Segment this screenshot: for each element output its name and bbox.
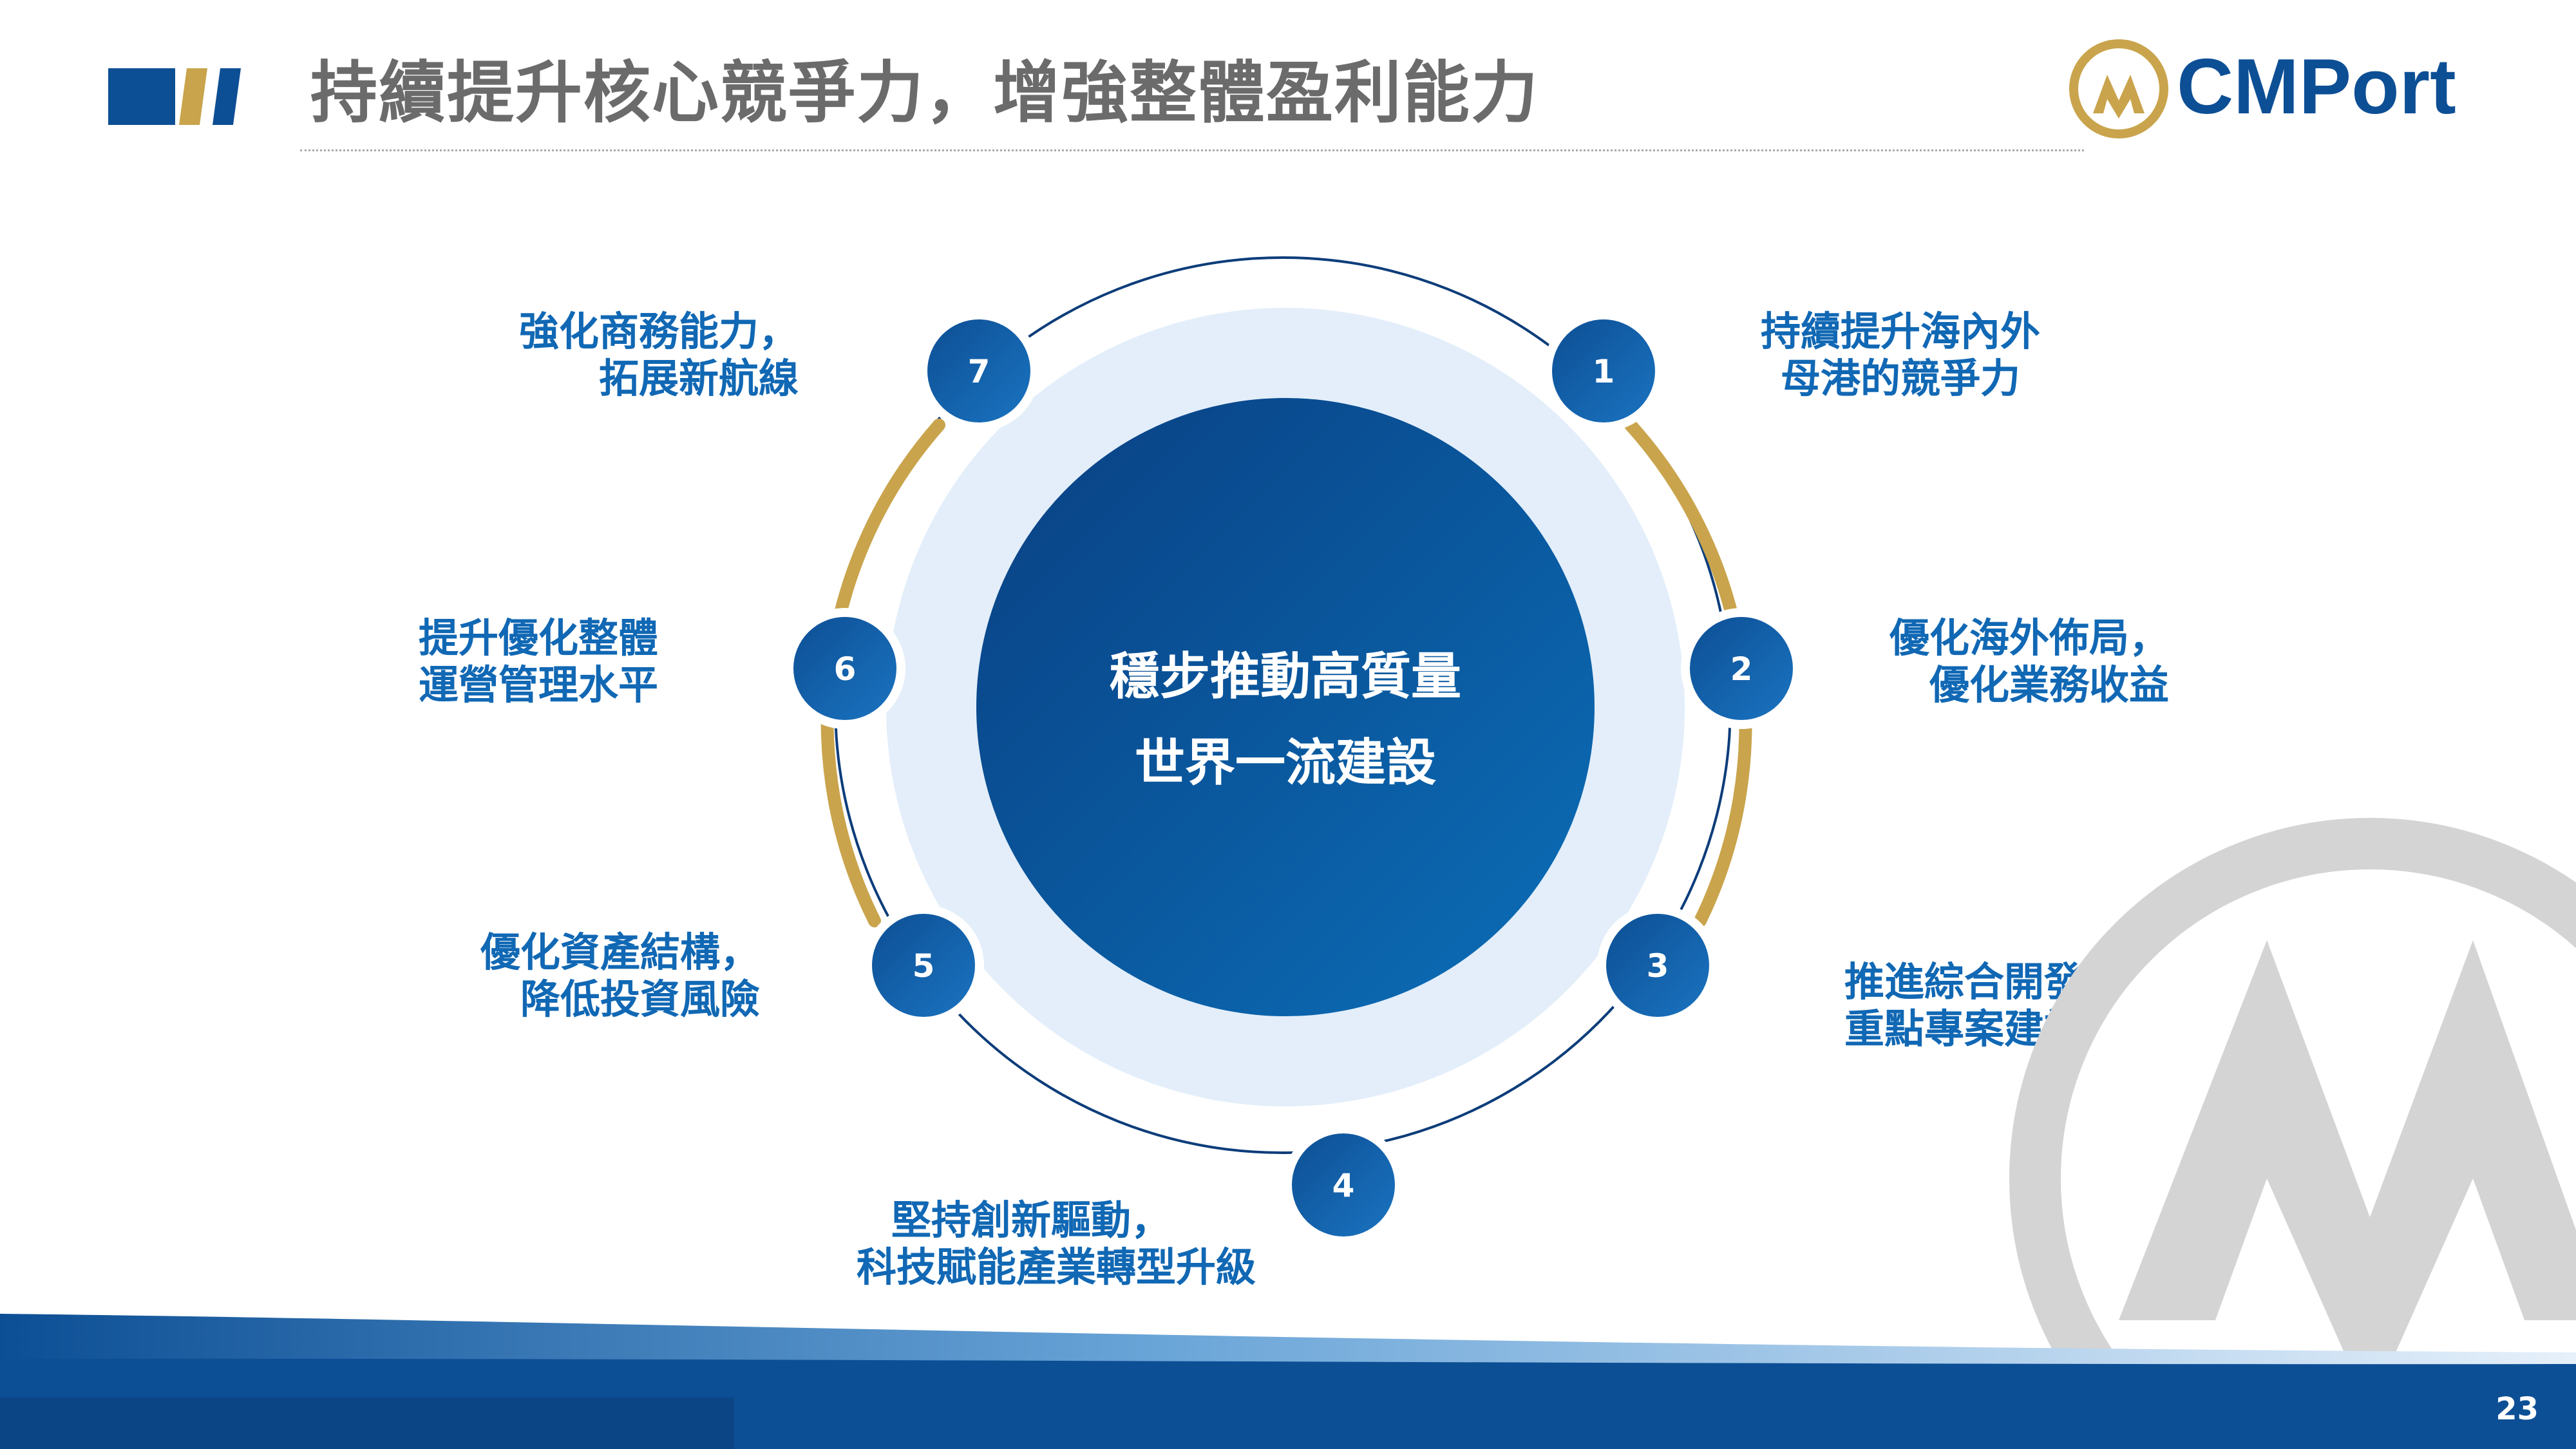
label-4-line2: 科技賦能產業轉型升級 [856, 1244, 1256, 1291]
center-title-line1: 穩步推動高質量 [1109, 648, 1461, 706]
logo-text: CMPort [2177, 43, 2456, 130]
cmport-logo: CMPort [2067, 37, 2544, 140]
page-number: 23 [2496, 1391, 2539, 1427]
center-core [976, 398, 1595, 1016]
node-number-1: 1 [1593, 353, 1615, 390]
node-2: 2 [1681, 608, 1802, 729]
node-4: 4 [1283, 1124, 1404, 1245]
label-7-line2: 拓展新航線 [598, 355, 799, 402]
node-number-2: 2 [1730, 650, 1753, 688]
label-node-6: 提升優化整體 運營管理水平 [419, 614, 702, 708]
label-5-line2: 降低投資風險 [520, 976, 760, 1023]
label-7-line1: 強化商務能力， [518, 308, 799, 355]
node-number-5: 5 [913, 947, 935, 985]
center-title-line2: 世界一流建設 [1134, 734, 1436, 792]
node-number-7: 7 [968, 353, 990, 390]
watermark-logo [2009, 818, 2576, 1449]
node-1: 1 [1543, 310, 1664, 431]
footer-band [0, 1314, 2576, 1449]
label-1-line2: 母港的競爭力 [1780, 355, 2020, 402]
node-number-4: 4 [1332, 1167, 1355, 1204]
label-4-line1: 堅持創新驅動， [891, 1197, 1171, 1244]
label-node-4: 堅持創新驅動， 科技賦能產業轉型升級 [818, 1197, 1256, 1291]
node-6: 6 [784, 608, 905, 729]
node-number-6: 6 [834, 650, 857, 688]
node-5: 5 [863, 905, 984, 1026]
label-2-line2: 優化業務收益 [1929, 661, 2169, 709]
label-5-line1: 優化資產結構， [480, 929, 760, 976]
title-divider [300, 149, 2084, 151]
label-6-line1: 提升優化整體 [419, 614, 659, 661]
label-node-1: 持續提升海內外 母港的競爭力 [1749, 308, 2052, 402]
label-1-line1: 持續提升海內外 [1760, 308, 2040, 355]
label-2-line1: 優化海外佈局， [1889, 614, 2169, 661]
label-node-7: 強化商務能力， 拓展新航線 [515, 308, 799, 402]
label-node-2: 優化海外佈局， 優化業務收益 [1886, 614, 2169, 708]
label-node-5: 優化資產結構， 降低投資風險 [477, 929, 760, 1023]
label-6-line2: 運營管理水平 [419, 661, 659, 709]
node-7: 7 [918, 310, 1039, 431]
title-accent-bars [108, 68, 241, 125]
node-3: 3 [1597, 905, 1718, 1026]
node-number-3: 3 [1647, 947, 1669, 985]
label-3-line1: 推進綜合開發 [1844, 958, 2085, 1005]
page-title: 持續提升核心競爭力，增強整體盈利能力 [310, 53, 1540, 132]
